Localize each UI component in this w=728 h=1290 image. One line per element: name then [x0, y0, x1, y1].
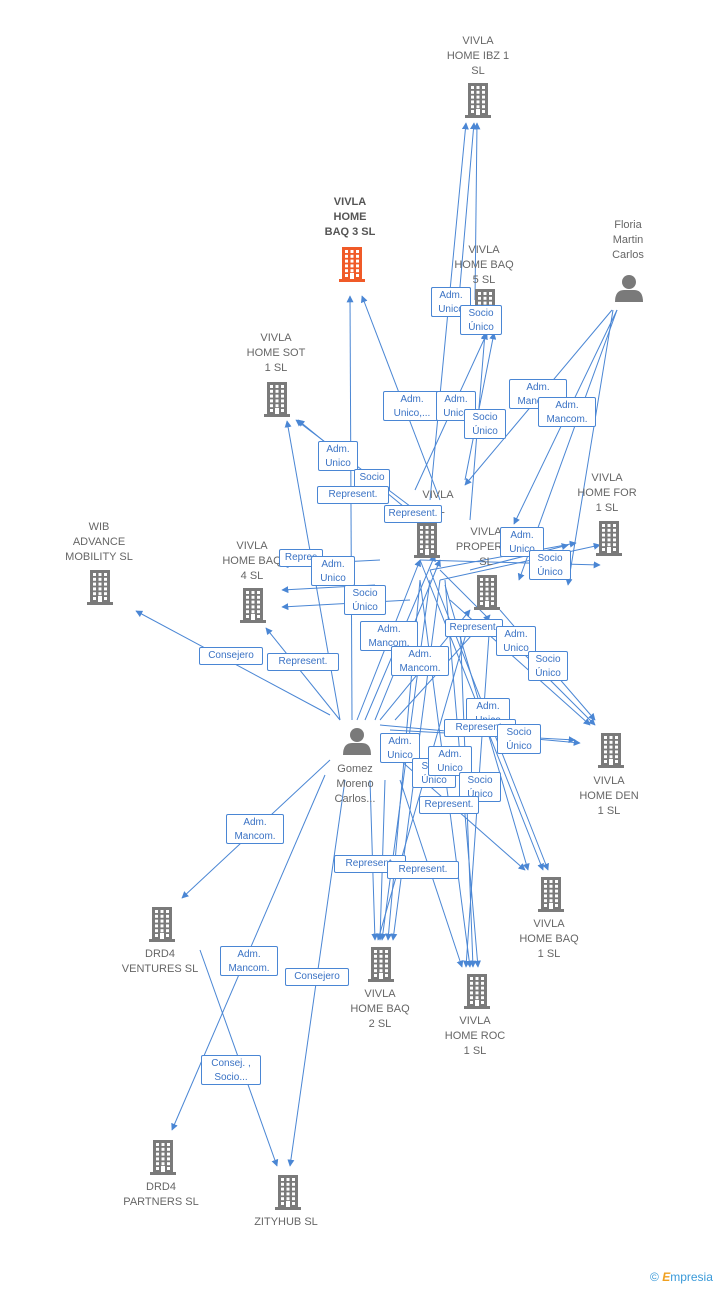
node-label-sot[interactable]: VIVLA HOME SOT 1 SL — [246, 332, 306, 374]
copyright-icon: © — [650, 1270, 659, 1284]
node-label-baq4[interactable]: VIVLA HOME BAQ 4 SL — [222, 540, 282, 582]
edge-28 — [469, 543, 569, 571]
node-label-roc[interactable]: VIVLA HOME ROC 1 SL — [444, 1015, 506, 1057]
node-label-gomez[interactable]: Gomez Moreno Carlos... — [334, 763, 376, 805]
edge-label[interactable]: Consejero — [199, 647, 263, 665]
edge-label[interactable]: Socio Único — [460, 305, 502, 335]
edge-label[interactable]: Consejero — [285, 968, 349, 986]
building-icon[interactable] — [474, 575, 500, 610]
edge-16 — [265, 627, 341, 721]
node-label-drd4p[interactable]: DRD4 PARTNERS SL — [123, 1181, 199, 1208]
node-label-zity[interactable]: ZITYHUB SL — [254, 1216, 318, 1228]
edge-label[interactable]: Adm. Unico — [496, 626, 536, 656]
edge-label[interactable]: Socio Único — [529, 550, 571, 580]
edge-1 — [457, 122, 477, 311]
building-icon[interactable] — [538, 877, 564, 912]
edge-label[interactable]: Represent. — [384, 505, 442, 523]
edge-label[interactable]: Represent. — [387, 861, 459, 879]
building-icon[interactable] — [264, 382, 290, 417]
person-icon[interactable] — [615, 275, 643, 302]
node-label-ibz[interactable]: VIVLA HOME IBZ 1 SL — [446, 35, 510, 77]
building-icon[interactable] — [596, 521, 622, 556]
edge-label[interactable]: Represent. — [445, 619, 503, 637]
footer-brand: © Empresia — [650, 1270, 713, 1284]
edge-label[interactable]: Represent. — [267, 653, 339, 671]
brand-logo-letter: E — [662, 1270, 671, 1284]
building-icon[interactable] — [465, 83, 491, 118]
building-icon[interactable] — [414, 523, 440, 558]
edge-label[interactable]: Adm. Mancom. — [226, 814, 284, 844]
building-icon[interactable] — [240, 588, 266, 623]
edge-label[interactable]: Socio Único — [497, 724, 541, 754]
building-icon[interactable] — [149, 907, 175, 942]
edge-7 — [464, 332, 497, 481]
edge-27 — [439, 542, 601, 581]
edge-11 — [565, 309, 614, 586]
node-label-baq2[interactable]: VIVLA HOME BAQ 2 SL — [350, 988, 410, 1030]
edge-label[interactable]: Represent. — [419, 796, 479, 814]
node-label-baq3[interactable]: VIVLA HOME BAQ 3 SL — [324, 196, 376, 238]
edge-label[interactable]: Socio Único — [344, 585, 386, 615]
building-icon[interactable] — [87, 570, 113, 605]
edge-label[interactable]: Represent. — [317, 486, 389, 504]
edge-label[interactable]: Adm. Unico — [318, 441, 358, 471]
person-icon[interactable] — [343, 728, 371, 755]
edge-label[interactable]: Socio Único — [528, 651, 568, 681]
edge-label[interactable]: Adm. Unico,... — [383, 391, 441, 421]
building-icon[interactable] — [368, 947, 394, 982]
node-label-baq5[interactable]: VIVLA HOME BAQ 5 SL — [454, 244, 514, 286]
node-label-for[interactable]: VIVLA HOME FOR 1 SL — [577, 472, 637, 514]
edge-label[interactable]: Adm. Unico — [428, 746, 472, 776]
edge-label[interactable]: Adm. Mancom. — [391, 646, 449, 676]
edge-3 — [346, 295, 354, 721]
building-icon[interactable] — [464, 974, 490, 1009]
building-icon[interactable] — [150, 1140, 176, 1175]
brand-name: mpresia — [670, 1270, 713, 1284]
node-label-wib[interactable]: WIB ADVANCE MOBILITY SL — [65, 521, 133, 563]
edge-label[interactable]: Socio Único — [459, 772, 501, 802]
building-icon[interactable] — [339, 247, 365, 282]
edge-label[interactable]: Adm. Unico — [311, 556, 355, 586]
edge-label[interactable]: Adm. Mancom. — [220, 946, 278, 976]
node-label-den[interactable]: VIVLA HOME DEN 1 SL — [579, 775, 639, 817]
edge-label[interactable]: Consej. , Socio... — [201, 1055, 261, 1085]
node-label-drd4v[interactable]: DRD4 VENTURES SL — [121, 948, 199, 975]
edge-label[interactable]: Socio Único — [464, 409, 506, 439]
node-label-baq1[interactable]: VIVLA HOME BAQ 1 SL — [519, 918, 579, 960]
building-icon[interactable] — [598, 733, 624, 768]
node-label-floria[interactable]: Floria Martin Carlos — [612, 219, 644, 261]
building-icon[interactable] — [275, 1175, 301, 1210]
edge-label[interactable]: Adm. Unico — [500, 527, 544, 557]
edge-label[interactable]: Adm. Mancom. — [538, 397, 596, 427]
edge-0 — [473, 122, 481, 301]
